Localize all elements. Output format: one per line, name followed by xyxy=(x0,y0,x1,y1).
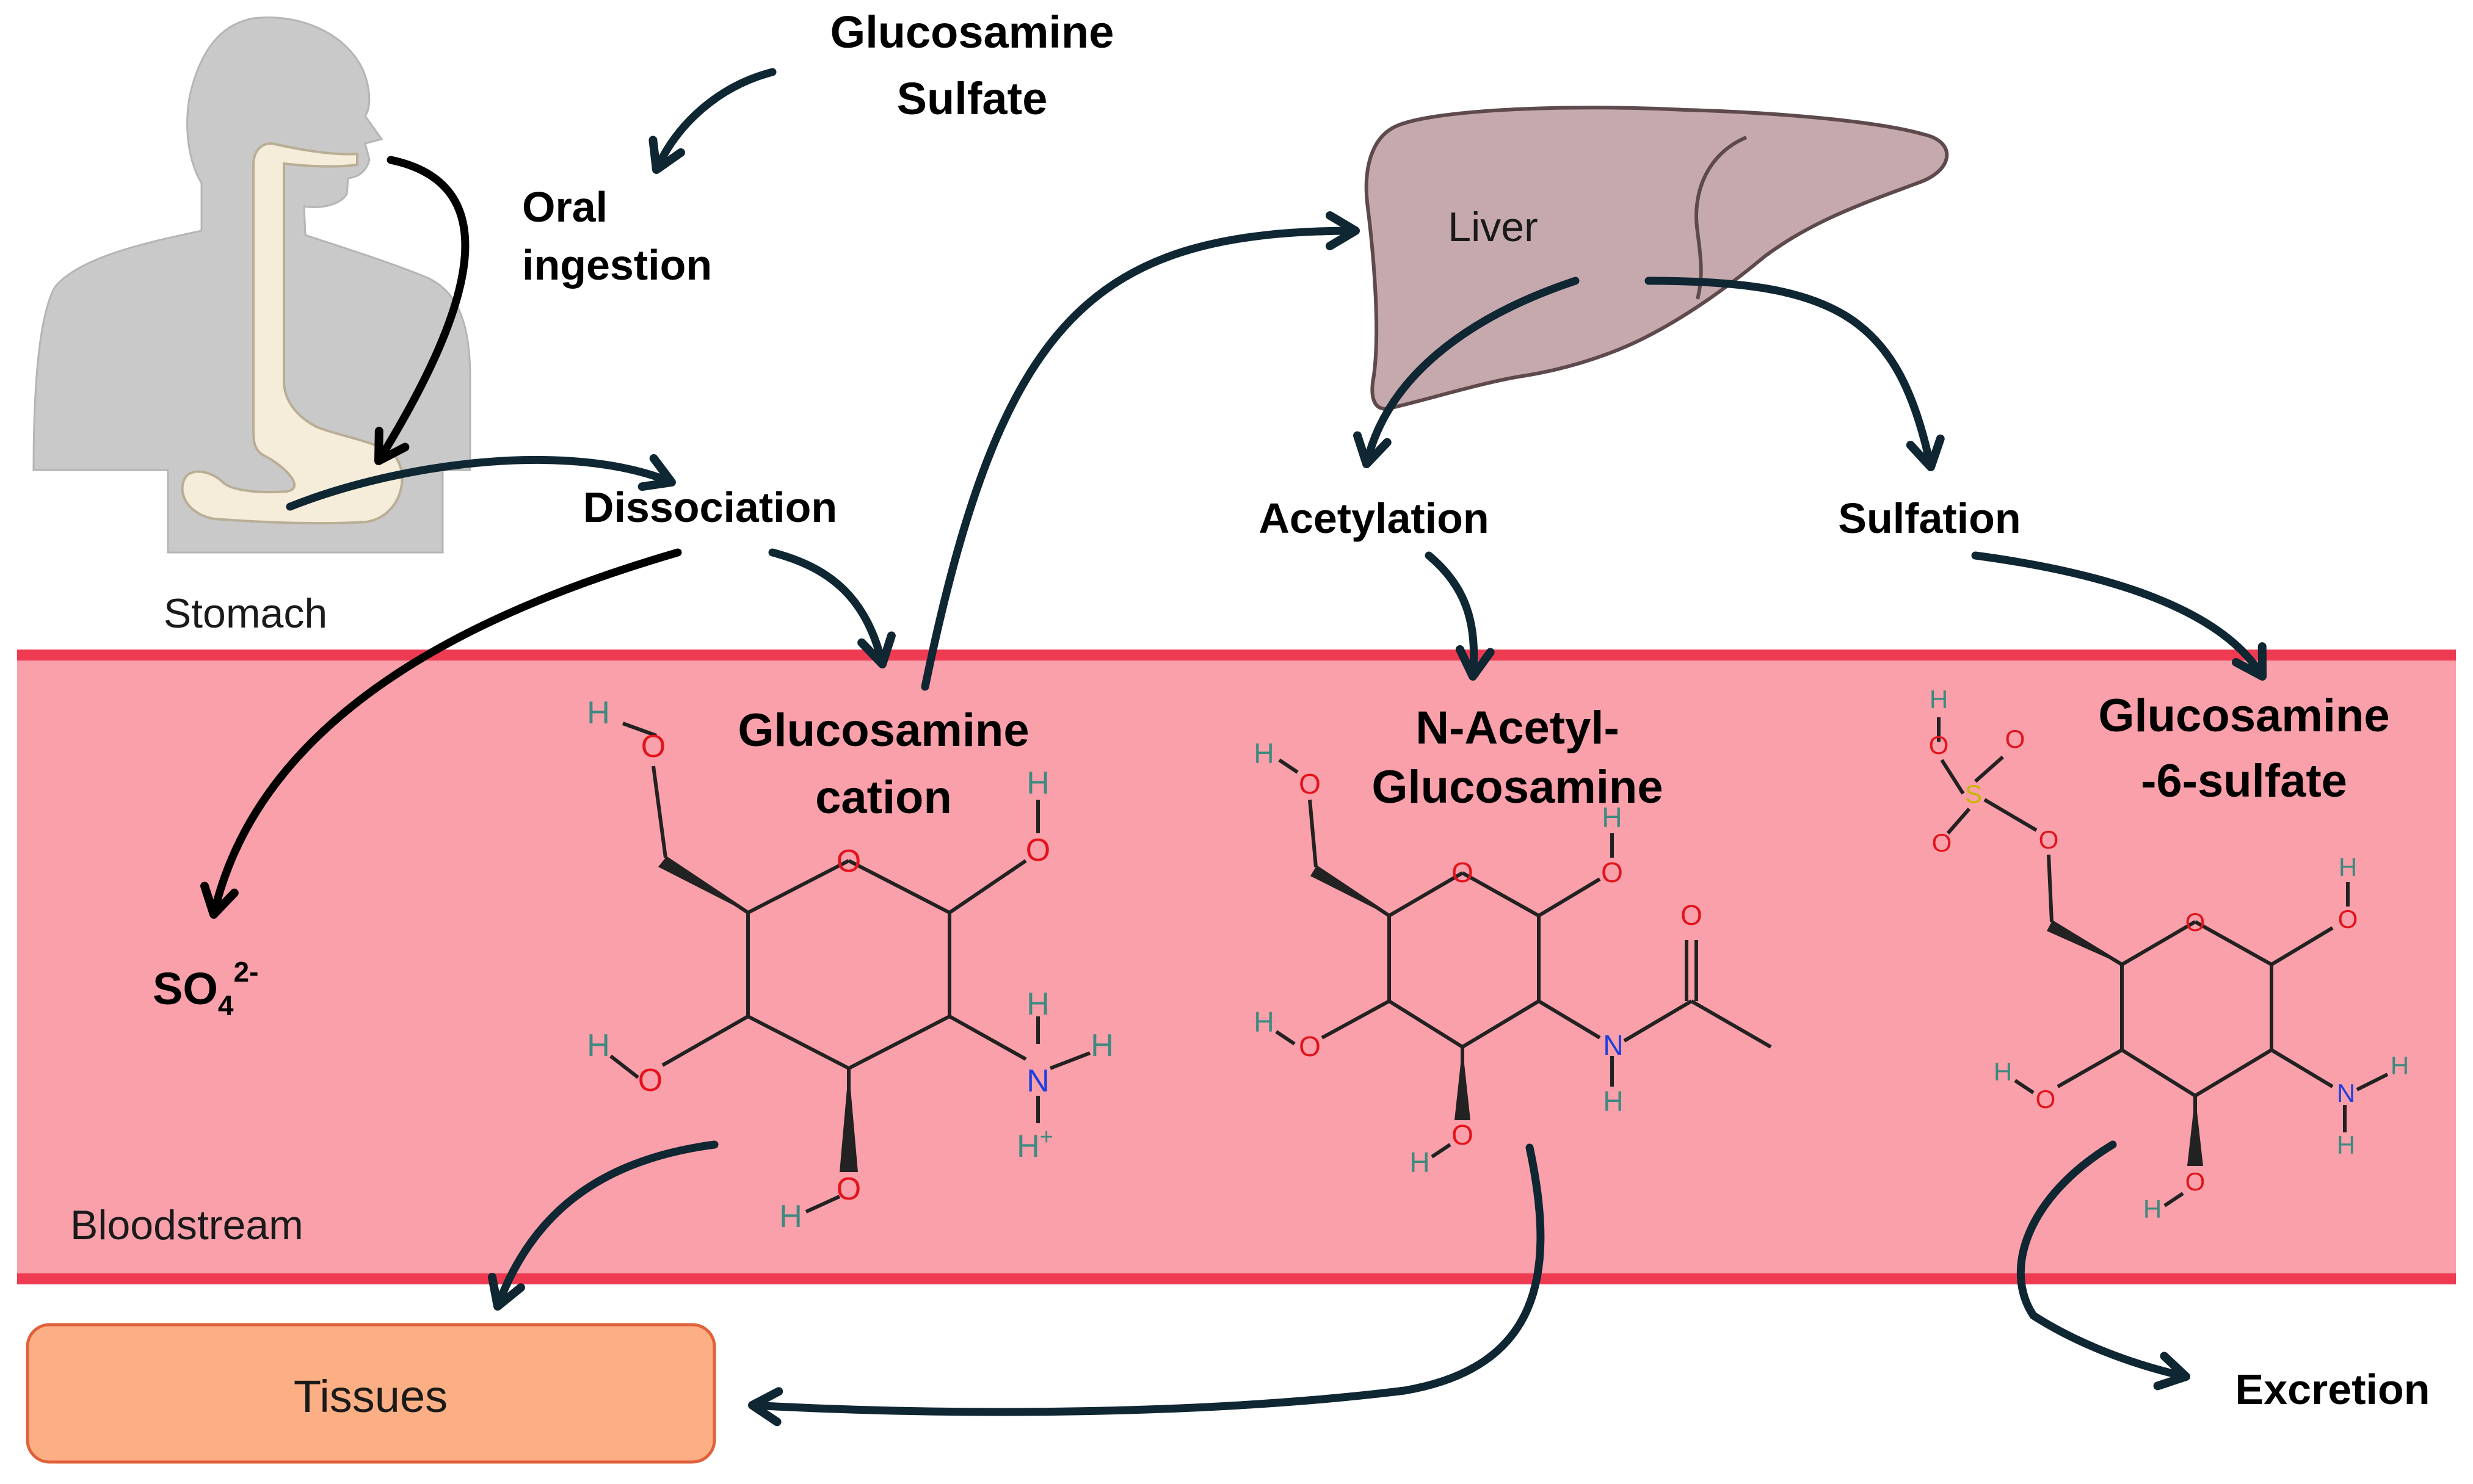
g6s-atom-n-h-bottom: H xyxy=(2337,1131,2355,1159)
excretion-label: Excretion xyxy=(2235,1366,2430,1413)
atom-ring-o: O xyxy=(837,844,861,879)
g6s-atom-s-o-bottom: O xyxy=(1932,828,1952,857)
g6s-atom-c3-o: O xyxy=(2036,1085,2056,1113)
g6s-atom-n: N xyxy=(2337,1079,2355,1107)
glucosamine-cation-label-line2: cation xyxy=(815,772,952,823)
nag-atom-c1-h: H xyxy=(1602,802,1622,833)
oral-ingestion-label-line1: Oral xyxy=(522,183,608,231)
nag-atom-c4-o: O xyxy=(1451,1119,1473,1151)
atom-c6-h: H xyxy=(587,695,610,731)
liver-shape xyxy=(1364,106,1949,411)
arrows xyxy=(200,68,2267,1427)
arrow-mouth-to-stomach xyxy=(374,156,470,465)
atom-n-h-top: H xyxy=(1026,986,1050,1022)
liver-illustration xyxy=(1364,106,1949,411)
g6s-atom-s: S xyxy=(1965,780,1982,808)
sulfation-label: Sulfation xyxy=(1838,494,2021,542)
atom-c6-o: O xyxy=(641,729,666,764)
molecule-n-acetyl-glucosamine xyxy=(1275,758,1772,1159)
atom-c2-n: N xyxy=(1026,1063,1050,1099)
text-labels: Glucosamine Sulfate Oral ingestion Stoma… xyxy=(70,7,2430,1413)
nag-atom-n: N xyxy=(1603,1029,1623,1061)
digestive-tract xyxy=(181,142,404,525)
oral-ingestion-label-line2: ingestion xyxy=(522,241,712,289)
atom-n-h-plus-h: H xyxy=(1017,1129,1040,1164)
human-torso-illustration xyxy=(32,16,471,554)
arrow-sulfate-to-oral xyxy=(648,68,777,174)
bloodstream-band xyxy=(17,650,2456,1284)
atom-c3-h: H xyxy=(587,1028,610,1063)
g6s-atom-c1-h: H xyxy=(2339,853,2357,881)
g6s-atom-c1-o: O xyxy=(2338,905,2358,933)
atom-n-h-right: H xyxy=(1091,1028,1114,1063)
arrow-sulfation-to-g6s xyxy=(1971,551,2267,681)
glucosamine-sulfate-label-line2: Sulfate xyxy=(897,73,1048,124)
g6s-atom-ring-o: O xyxy=(2185,908,2206,936)
g6s-label-line2: -6-sulfate xyxy=(2141,755,2347,807)
tissues-box[interactable]: Tissues xyxy=(26,1323,716,1464)
g6s-atom-s-o-top: O xyxy=(1929,731,1949,759)
nag-atom-ring-o: O xyxy=(1451,856,1473,888)
atom-n-h-plus-charge: + xyxy=(1040,1124,1053,1150)
nag-atom-c3-h: H xyxy=(1254,1006,1274,1038)
g6s-atom-c3-h: H xyxy=(1994,1057,2012,1086)
g6s-atom-c4-o: O xyxy=(2185,1167,2206,1196)
sulfate-ion-superscript: 2- xyxy=(234,956,259,988)
molecule-glucosamine-6-sulfate-atoms: O O S O H O O O H O H O H N H H xyxy=(1929,685,2409,1223)
molecule-glucosamine-6-sulfate xyxy=(1937,717,2389,1207)
g6s-atom-c6-o: O xyxy=(2039,825,2059,854)
arrow-dissociation-to-sulfate-ion xyxy=(200,548,682,919)
stomach-label: Stomach xyxy=(164,590,327,637)
atom-c1-h: H xyxy=(1026,766,1050,801)
nag-label-line2: Glucosamine xyxy=(1371,761,1663,813)
arrow-liver-to-acetylation xyxy=(1353,277,1580,468)
nag-atom-c6-o: O xyxy=(1299,768,1321,800)
g6s-atom-c4-h: H xyxy=(2143,1195,2162,1223)
arrow-liver-to-sulfation xyxy=(1644,277,1945,471)
arrow-cation-to-tissues xyxy=(488,1140,719,1311)
acetylation-label: Acetylation xyxy=(1258,494,1489,542)
atom-n-h-plus: H+ xyxy=(1017,1124,1053,1164)
g6s-label-line1: Glucosamine xyxy=(2098,690,2389,742)
atom-c4-h: H xyxy=(779,1199,802,1234)
torso-silhouette xyxy=(32,16,471,554)
atom-c4-o: O xyxy=(837,1171,861,1207)
arrow-nag-to-tissues xyxy=(748,1143,1545,1427)
glucosamine-cation-label-line1: Glucosamine xyxy=(738,704,1029,756)
arrow-acetylation-to-nag xyxy=(1425,551,1495,681)
nag-atom-c3-o: O xyxy=(1299,1030,1321,1062)
tissues-label: Tissues xyxy=(294,1371,448,1422)
atom-c1-o: O xyxy=(1026,833,1050,868)
arrow-stomach-to-dissociation xyxy=(286,454,676,511)
nag-atom-c6-h: H xyxy=(1254,737,1274,769)
bloodstream-label: Bloodstream xyxy=(70,1202,303,1248)
dissociation-label: Dissociation xyxy=(583,483,837,531)
arrow-dissociation-to-glucosamine-cation xyxy=(768,548,896,668)
molecule-glucosamine-cation xyxy=(609,722,1091,1214)
sulfate-ion-base: SO xyxy=(153,963,218,1014)
arrow-cation-to-liver xyxy=(921,211,1360,691)
nag-atom-c1-o: O xyxy=(1601,856,1623,888)
nag-atom-n-h: H xyxy=(1603,1085,1623,1117)
arrow-g6s-to-excretion xyxy=(2017,1140,2190,1391)
g6s-atom-s-h: H xyxy=(1930,685,1948,714)
nag-atom-carbonyl-o: O xyxy=(1680,899,1702,931)
liver-lobe-line xyxy=(1694,136,1748,300)
sulfate-ion-subscript: 4 xyxy=(218,990,234,1021)
glucosamine-sulfate-label-line1: Glucosamine xyxy=(830,7,1114,57)
molecule-glucosamine-cation-atoms: O O H O H O H O H N H H H+ xyxy=(587,695,1114,1234)
nag-label-line1: N-Acetyl- xyxy=(1415,702,1619,754)
g6s-atom-n-h-right: H xyxy=(2391,1051,2409,1080)
atom-c3-o: O xyxy=(638,1063,663,1098)
sulfate-ion-label: SO42- xyxy=(153,956,258,1021)
nag-atom-c4-h: H xyxy=(1409,1146,1429,1178)
g6s-atom-s-o-right: O xyxy=(2005,725,2025,753)
liver-label: Liver xyxy=(1448,204,1538,250)
molecule-n-acetyl-glucosamine-atoms: O O H O H O H O H N H O xyxy=(1254,737,1702,1178)
